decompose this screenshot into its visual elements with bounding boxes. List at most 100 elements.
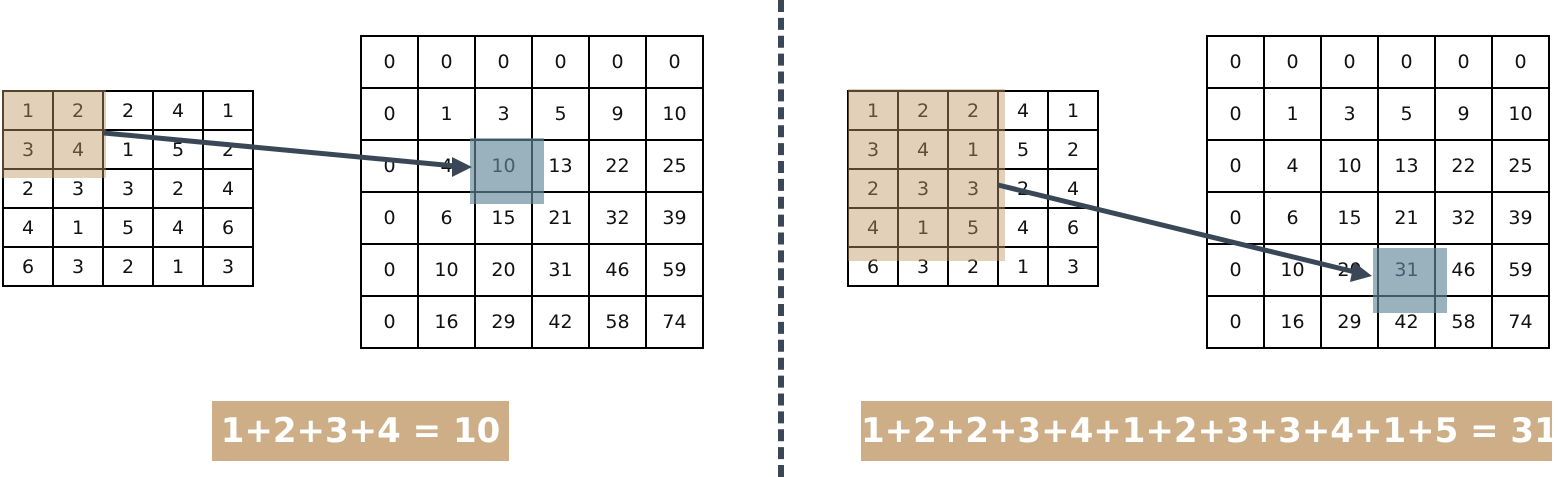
grid-cell: 32 bbox=[588, 191, 647, 245]
grid-cell: 21 bbox=[531, 191, 590, 245]
grid-cell: 1 bbox=[2, 90, 54, 131]
grid-cell: 5 bbox=[152, 129, 204, 170]
grid-cell: 4 bbox=[152, 90, 204, 131]
grid-cell: 3 bbox=[474, 87, 533, 141]
grid-cell: 46 bbox=[588, 243, 647, 297]
grid-cell: 1 bbox=[1263, 87, 1322, 141]
grid-cell: 3 bbox=[847, 129, 899, 170]
grid-cell: 20 bbox=[474, 243, 533, 297]
grid-cell: 9 bbox=[588, 87, 647, 141]
grid-cell: 2 bbox=[202, 129, 254, 170]
grid-cell: 39 bbox=[1491, 191, 1550, 245]
grid-cell: 2 bbox=[847, 168, 899, 209]
grid-cell: 10 bbox=[1263, 243, 1322, 297]
grid-cell: 46 bbox=[1434, 243, 1493, 297]
grid-cell: 4 bbox=[897, 129, 949, 170]
grid-cell: 4 bbox=[202, 168, 254, 209]
grid-cell: 59 bbox=[1491, 243, 1550, 297]
grid-cell: 4 bbox=[417, 139, 476, 193]
grid-cell: 15 bbox=[474, 191, 533, 245]
grid-cell: 39 bbox=[645, 191, 704, 245]
grid-cell: 25 bbox=[645, 139, 704, 193]
grid-cell: 1 bbox=[417, 87, 476, 141]
grid-cell: 74 bbox=[645, 295, 704, 349]
grid-cell: 9 bbox=[1434, 87, 1493, 141]
grid-cell: 5 bbox=[947, 207, 999, 248]
grid-cell: 0 bbox=[1206, 87, 1265, 141]
grid-cell: 1 bbox=[1047, 90, 1099, 131]
grid-cell: 13 bbox=[1377, 139, 1436, 193]
grid-cell: 25 bbox=[1491, 139, 1550, 193]
grid-cell: 4 bbox=[847, 207, 899, 248]
grid-cell: 2 bbox=[947, 90, 999, 131]
panel-divider bbox=[778, 0, 784, 477]
grid-cell: 10 bbox=[1491, 87, 1550, 141]
grid-cell: 0 bbox=[360, 295, 419, 349]
grid-cell: 16 bbox=[417, 295, 476, 349]
grid-cell: 0 bbox=[1320, 35, 1379, 89]
grid-cell: 1 bbox=[847, 90, 899, 131]
grid-cell: 42 bbox=[1377, 295, 1436, 349]
grid-cell: 2 bbox=[52, 90, 104, 131]
grid-cell: 4 bbox=[997, 90, 1049, 131]
grid-cell: 31 bbox=[531, 243, 590, 297]
grid-cell: 0 bbox=[360, 191, 419, 245]
left-formula: 1+2+3+4 = 10 bbox=[212, 401, 509, 461]
grid-cell: 5 bbox=[1377, 87, 1436, 141]
grid-cell: 58 bbox=[588, 295, 647, 349]
grid-cell: 0 bbox=[588, 35, 647, 89]
grid-cell: 0 bbox=[360, 87, 419, 141]
grid-cell: 22 bbox=[588, 139, 647, 193]
grid-cell: 0 bbox=[1206, 139, 1265, 193]
grid-cell: 4 bbox=[1047, 168, 1099, 209]
grid-cell: 3 bbox=[947, 168, 999, 209]
grid-cell: 4 bbox=[52, 129, 104, 170]
grid-cell: 3 bbox=[897, 246, 949, 287]
grid-cell: 3 bbox=[52, 246, 104, 287]
grid-cell: 15 bbox=[1320, 191, 1379, 245]
grid-cell: 13 bbox=[531, 139, 590, 193]
grid-cell: 16 bbox=[1263, 295, 1322, 349]
grid-cell: 2 bbox=[2, 168, 54, 209]
grid-cell: 0 bbox=[645, 35, 704, 89]
grid-cell: 6 bbox=[2, 246, 54, 287]
grid-cell: 2 bbox=[1047, 129, 1099, 170]
grid-cell: 0 bbox=[1206, 243, 1265, 297]
right-formula: 1+2+2+3+4+1+2+3+3+4+1+5 = 31 bbox=[861, 401, 1558, 461]
grid-cell: 10 bbox=[645, 87, 704, 141]
grid-cell: 2 bbox=[152, 168, 204, 209]
grid-cell: 0 bbox=[1206, 35, 1265, 89]
grid-cell: 32 bbox=[1434, 191, 1493, 245]
grid-cell: 1 bbox=[997, 246, 1049, 287]
grid-cell: 0 bbox=[1206, 191, 1265, 245]
grid-cell: 1 bbox=[202, 90, 254, 131]
grid-cell: 1 bbox=[152, 246, 204, 287]
grid-cell: 4 bbox=[997, 207, 1049, 248]
grid-cell: 10 bbox=[474, 139, 533, 193]
grid-cell: 0 bbox=[360, 139, 419, 193]
grid-cell: 2 bbox=[947, 246, 999, 287]
grid-cell: 0 bbox=[1434, 35, 1493, 89]
grid-cell: 2 bbox=[102, 246, 154, 287]
grid-cell: 6 bbox=[417, 191, 476, 245]
grid-cell: 3 bbox=[2, 129, 54, 170]
grid-cell: 21 bbox=[1377, 191, 1436, 245]
grid-cell: 2 bbox=[102, 90, 154, 131]
grid-cell: 29 bbox=[1320, 295, 1379, 349]
grid-cell: 2 bbox=[997, 168, 1049, 209]
grid-cell: 3 bbox=[897, 168, 949, 209]
